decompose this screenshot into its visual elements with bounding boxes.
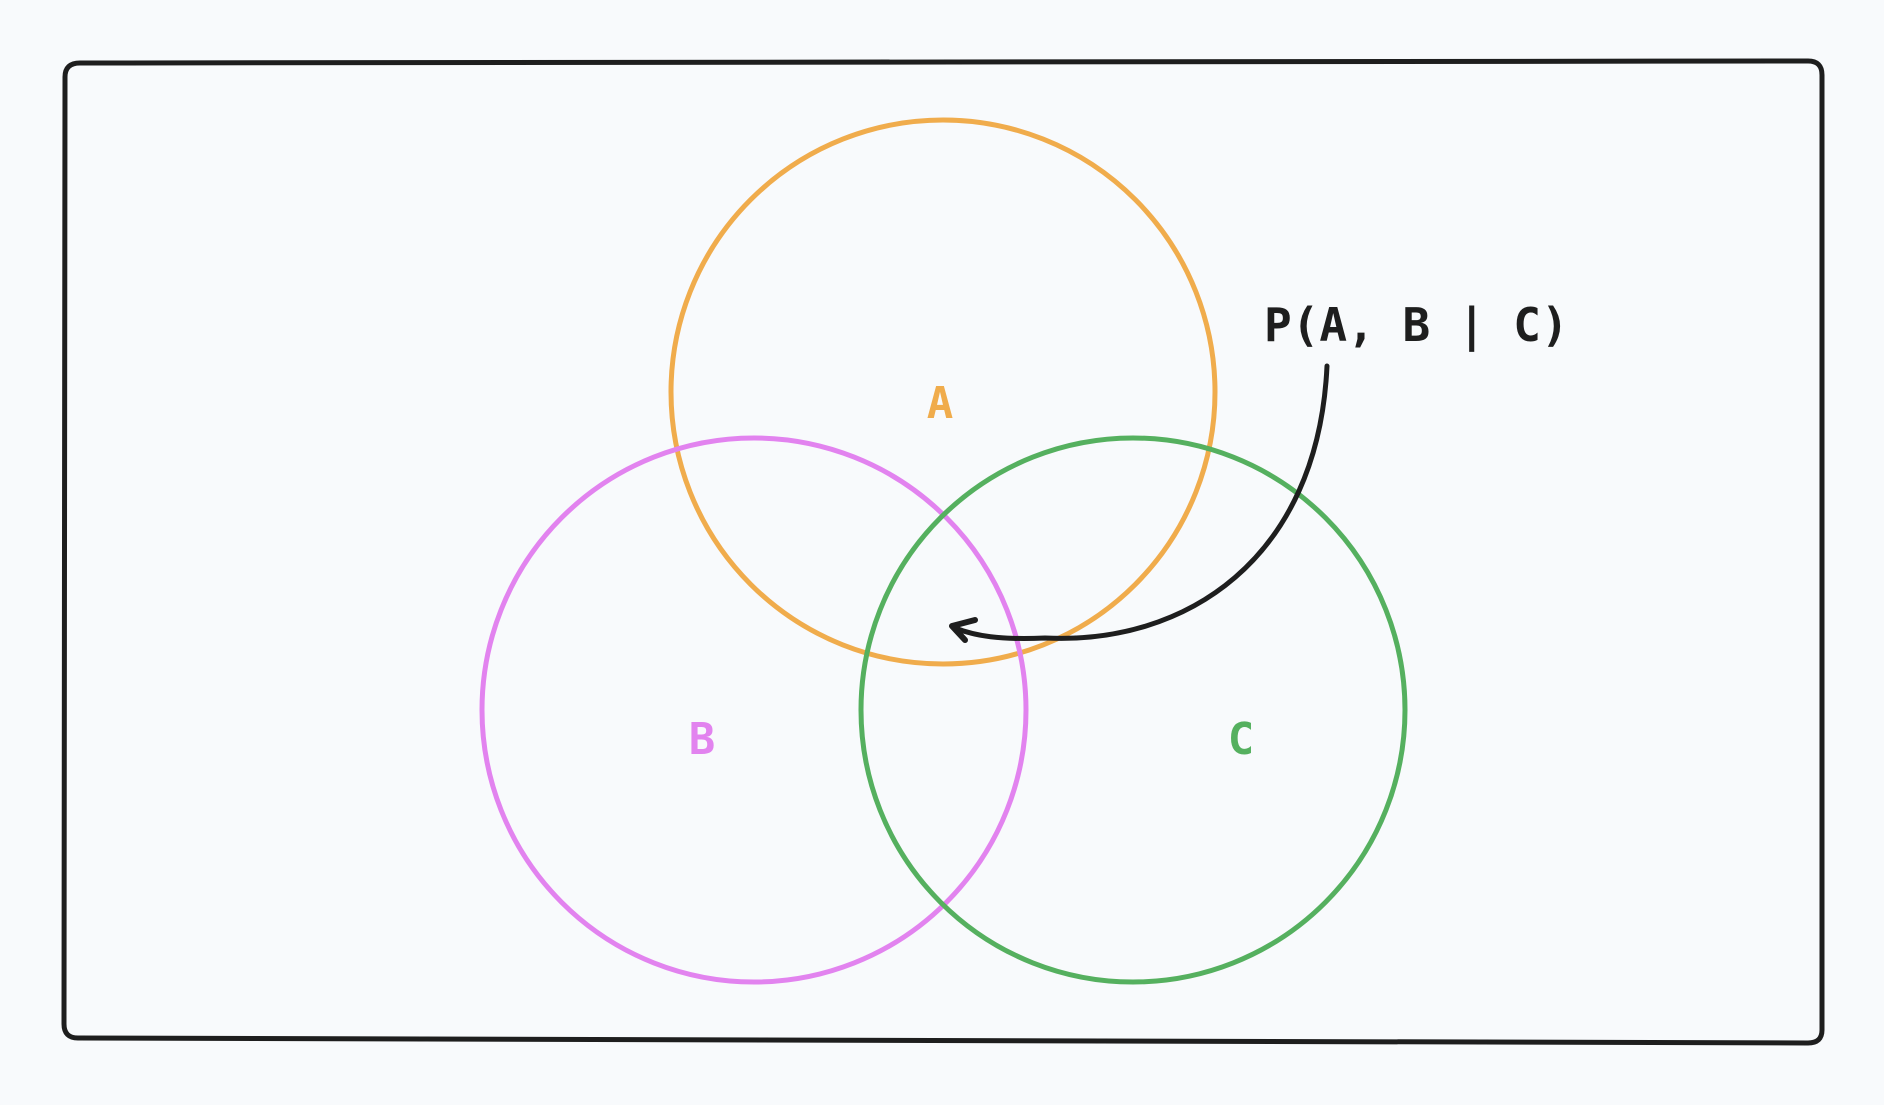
- pointer-arrowhead-icon: [949, 617, 978, 643]
- set-c-label: C: [1228, 714, 1255, 765]
- set-b-circle: [479, 435, 1029, 985]
- pointer-arrow: [952, 363, 1330, 641]
- formula-label: P(A, B | C): [1264, 298, 1569, 353]
- set-c-circle: [858, 435, 1408, 985]
- outer-frame: [61, 58, 1825, 1046]
- set-b-label: B: [689, 714, 716, 765]
- set-a-label: A: [927, 378, 954, 429]
- set-a-circle: [668, 117, 1218, 667]
